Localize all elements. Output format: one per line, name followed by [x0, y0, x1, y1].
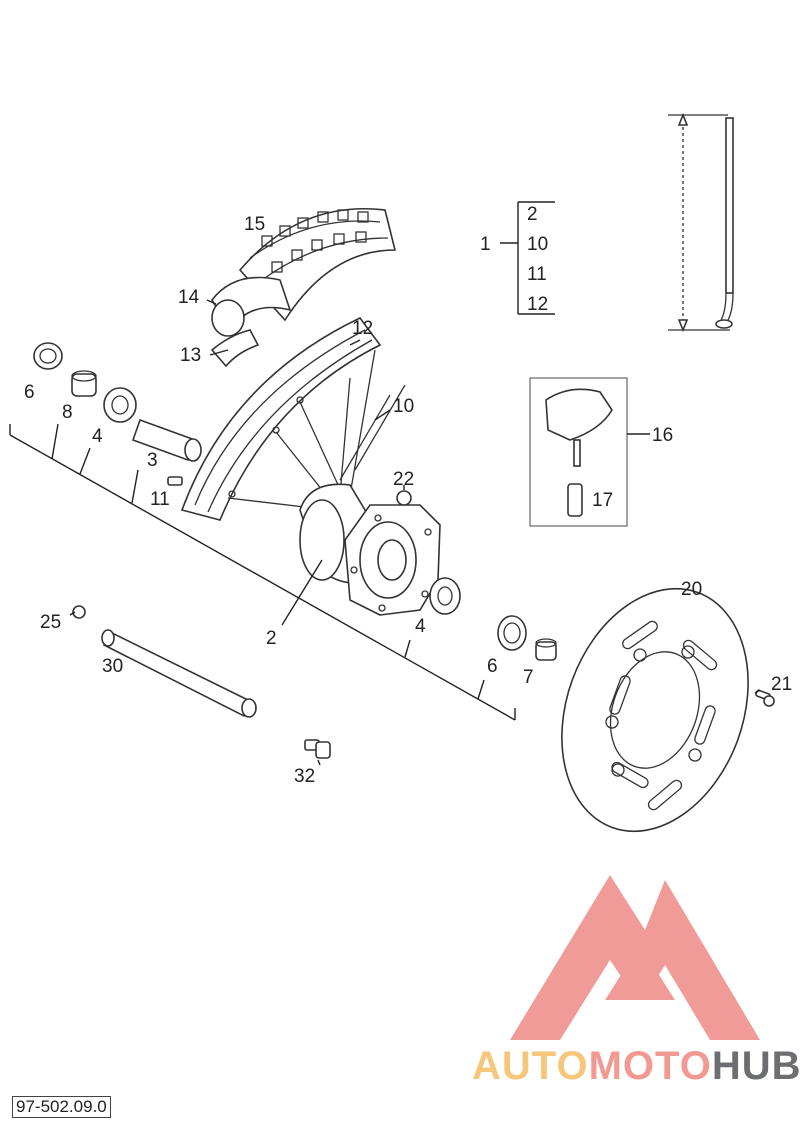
kit-bracket — [500, 201, 555, 315]
drawing-code: 97-502.09.0 — [12, 1096, 111, 1118]
callout-6-right: 6 — [487, 656, 498, 677]
shaft-seal-right-part — [497, 615, 527, 651]
brand-part-moto: MOTO — [588, 1044, 712, 1088]
callout-7: 7 — [523, 667, 534, 688]
callout-32: 32 — [294, 766, 315, 787]
leader-tick — [131, 469, 139, 504]
rim-tape-part — [210, 329, 260, 368]
watermark-brand-text: AUTOMOTOHUB — [472, 1044, 800, 1089]
callout-25: 25 — [40, 612, 61, 633]
inner-tube-part — [211, 276, 292, 337]
callout-21: 21 — [771, 674, 792, 695]
kit-item-12: 12 — [527, 294, 548, 315]
wheel-bearing-right-part — [429, 577, 461, 615]
callout-16: 16 — [652, 425, 673, 446]
callout-1: 1 — [480, 234, 491, 255]
hub-part — [299, 483, 441, 616]
callout-13: 13 — [180, 345, 201, 366]
valve-part — [567, 483, 583, 517]
valve-group-box — [529, 377, 628, 527]
spoke-nipple-part — [167, 476, 183, 486]
callout-11: 11 — [150, 489, 170, 510]
callout-22: 22 — [393, 469, 414, 490]
callout-17: 17 — [592, 490, 613, 511]
callout-30: 30 — [102, 656, 123, 677]
shaft-seal-left-part — [33, 342, 63, 370]
wheel-bearing-left-part — [103, 387, 137, 423]
callout-10: 10 — [393, 396, 414, 417]
callout-3: 3 — [147, 450, 158, 471]
kit-item-2: 2 — [527, 204, 538, 225]
kit-item-11: 11 — [527, 264, 547, 285]
spacer-right-part — [535, 638, 557, 661]
callout-leaders — [69, 299, 761, 766]
brand-part-hub: HUB — [711, 1044, 800, 1088]
callout-4-right: 4 — [415, 616, 426, 637]
callout-6-left: 6 — [24, 382, 35, 403]
rim-lock-part — [545, 388, 613, 467]
spoke-illustration — [354, 384, 406, 471]
spoke-dimension-part — [668, 112, 734, 333]
callout-4-left: 4 — [92, 426, 103, 447]
wheel-spindle-part — [101, 629, 257, 718]
spacer-left-part — [71, 370, 97, 397]
main-leader-line — [9, 434, 516, 721]
brake-disc-part — [561, 587, 749, 833]
distance-sleeve-part — [131, 418, 202, 462]
callout-8: 8 — [62, 402, 73, 423]
collar-nut-part — [72, 605, 86, 619]
watermark-logo-icon — [510, 875, 760, 1040]
kit-item-10: 10 — [527, 234, 548, 255]
callout-20: 20 — [681, 579, 702, 600]
leader-tick — [79, 447, 91, 475]
leader-tick — [51, 423, 59, 460]
callout-12: 12 — [352, 318, 373, 339]
collar-screw-part — [304, 739, 331, 759]
rim-part — [180, 316, 382, 521]
callout-14: 14 — [178, 287, 200, 308]
washer-part — [396, 490, 412, 506]
brand-part-auto: AUTO — [472, 1044, 589, 1088]
callout-2: 2 — [266, 628, 277, 649]
leader-tick — [477, 679, 485, 700]
spokes-part — [227, 349, 391, 511]
leader-tick — [404, 639, 411, 658]
callout-15: 15 — [244, 214, 265, 235]
